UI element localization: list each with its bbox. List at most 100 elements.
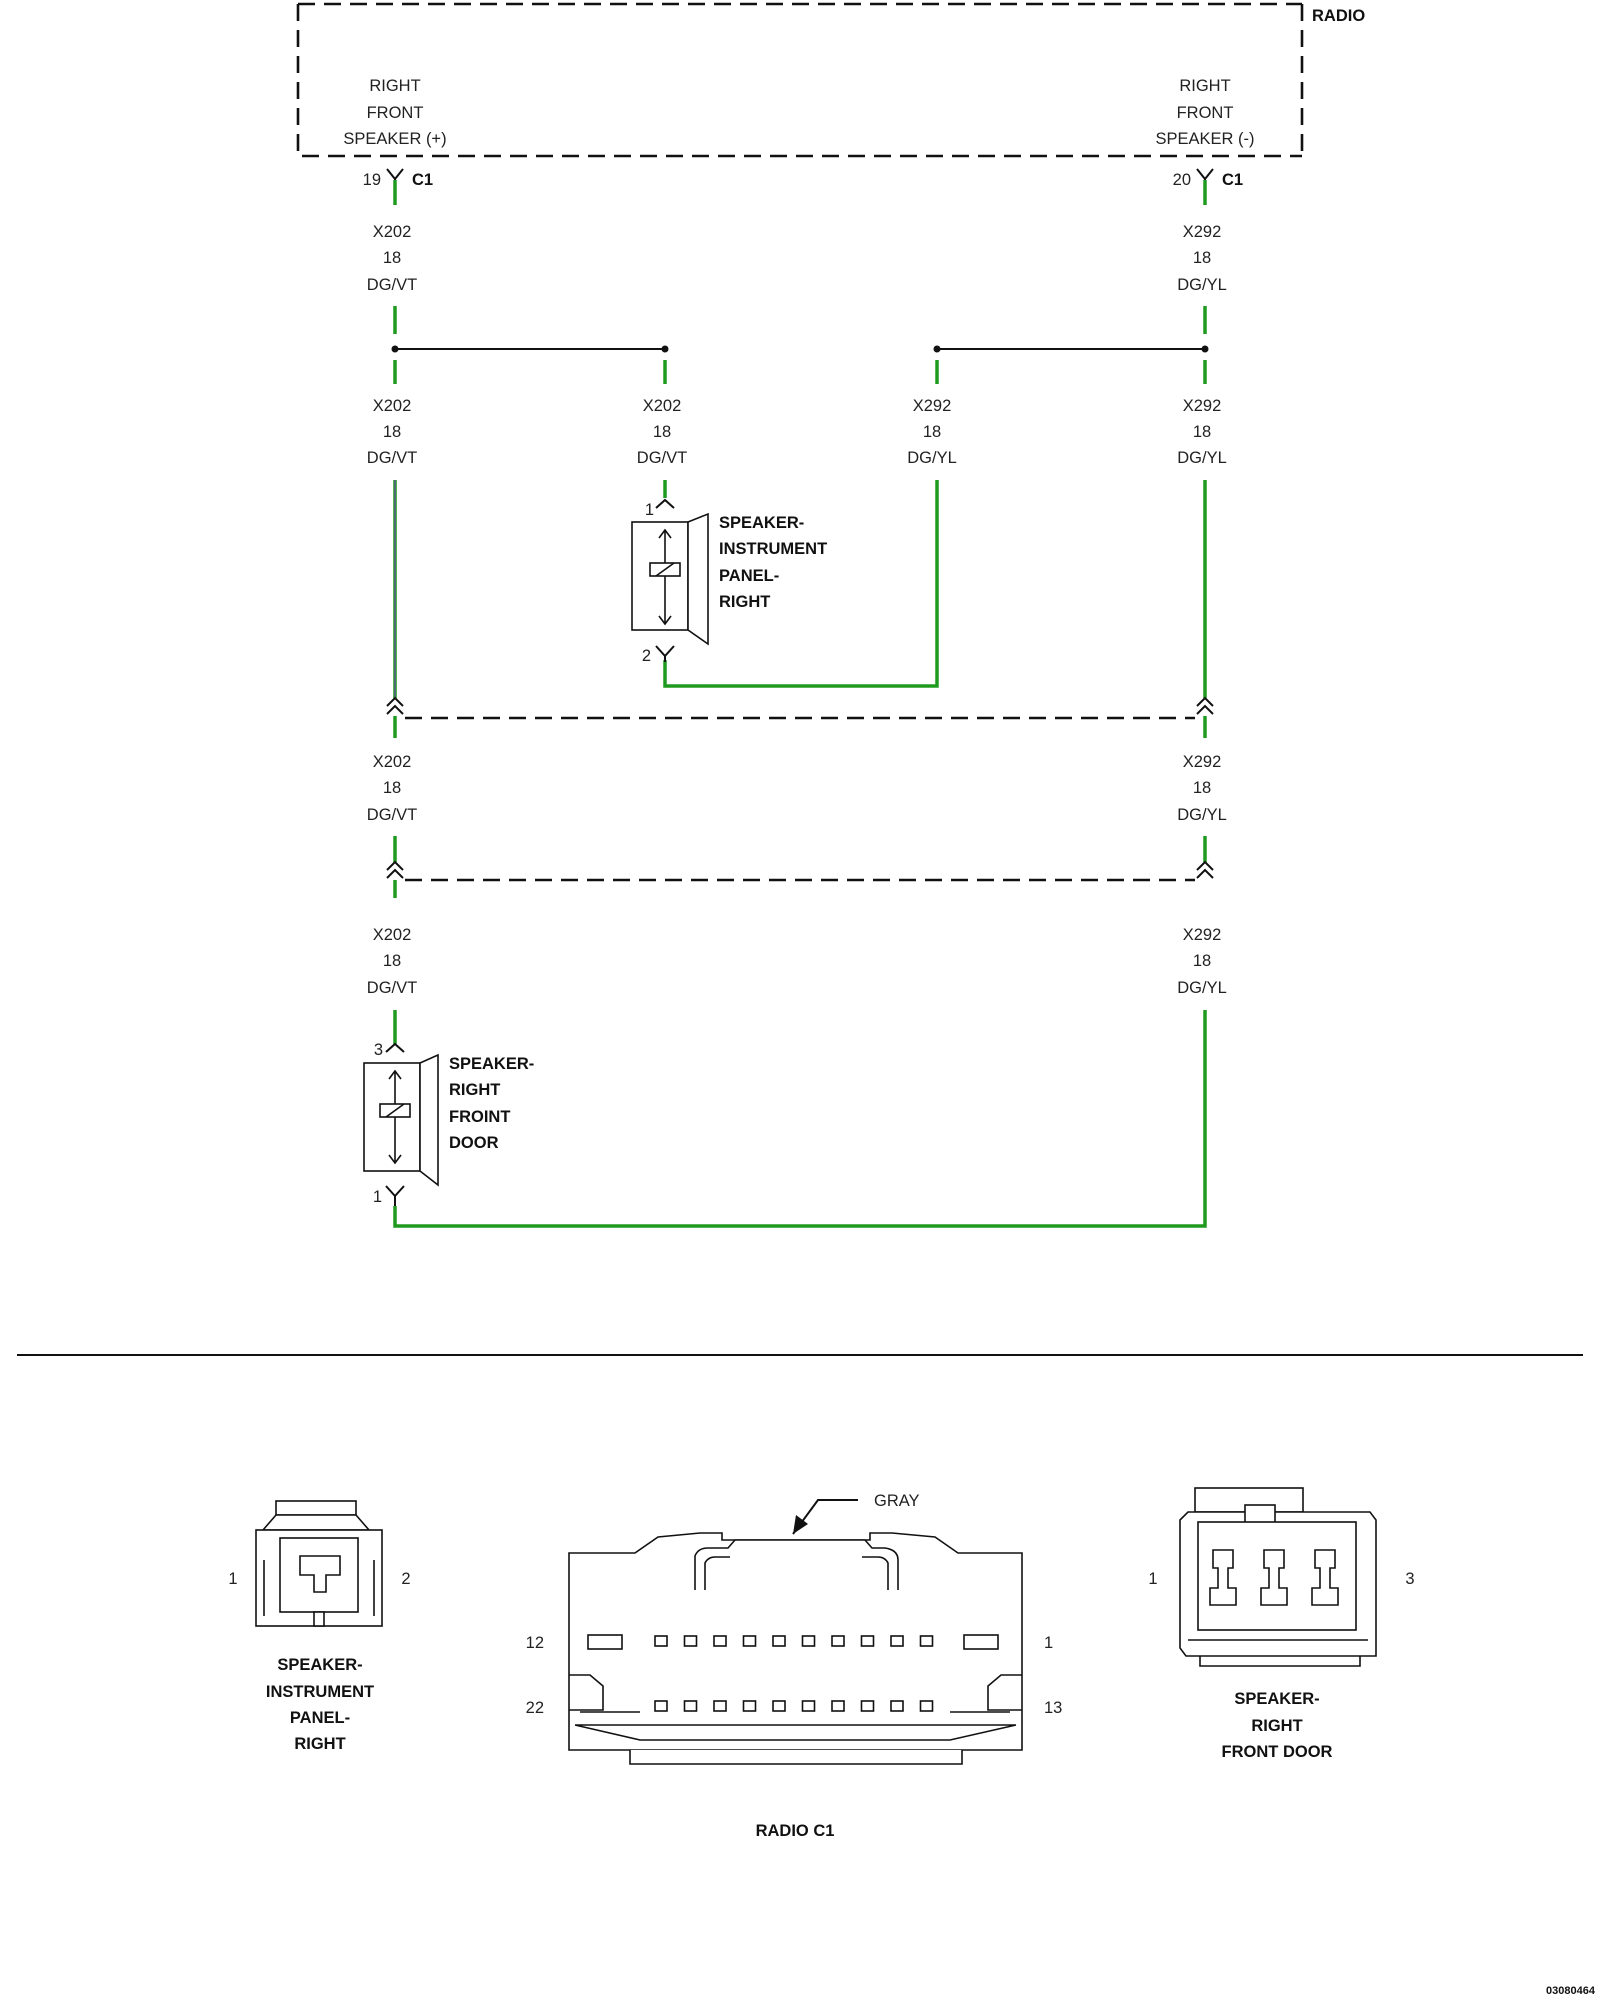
- speaker-door-pin-1: 1: [373, 1188, 382, 1206]
- speaker-ip-name-1: SPEAKER-: [719, 514, 804, 532]
- wire-label-x202-gauge: 18: [653, 423, 671, 441]
- wire-label-x202-gauge: 18: [383, 779, 401, 797]
- wire-label-x292-color: DG/YL: [1177, 806, 1227, 824]
- speaker-door-name-3: FROINT: [449, 1108, 510, 1126]
- ip-connector-name-2: INSTRUMENT: [266, 1683, 374, 1701]
- radio-pin-cavity: [801, 1700, 816, 1712]
- radio-pin-cavity: [713, 1700, 727, 1712]
- wire-label-x292-color: DG/YL: [1177, 449, 1227, 467]
- radio-pin-cavity: [919, 1635, 934, 1647]
- radio-pin-cavity: [683, 1700, 698, 1712]
- speaker-ip-name-2: INSTRUMENT: [719, 540, 827, 558]
- radio-c1-pin-13: 13: [1044, 1699, 1062, 1717]
- door-connector-name-1: SPEAKER-: [1234, 1690, 1319, 1708]
- wire-label-x202-circuit: X202: [373, 926, 412, 944]
- radio-pin-cavity: [654, 1635, 668, 1647]
- wire-label-x202-gauge: 18: [383, 423, 401, 441]
- wire-label-x292-circuit: X292: [1183, 223, 1222, 241]
- radio-right-circuit-3: SPEAKER (-): [1155, 130, 1254, 148]
- wire-label-x292-circuit: X292: [913, 397, 952, 415]
- radio-right-circuit-1: RIGHT: [1179, 77, 1230, 95]
- door-connector-name-2: RIGHT: [1251, 1717, 1302, 1735]
- radio-pin-cavity: [683, 1635, 698, 1647]
- wire-label-x202-color: DG/VT: [367, 276, 417, 294]
- wire-label-x292-circuit: X292: [1183, 926, 1222, 944]
- radio-connector-left: C1: [412, 171, 433, 189]
- radio-c1-pin-12: 12: [526, 1634, 544, 1652]
- wire-labels: X202 18 DG/VT X292 18 DG/YL X202 18 DG/V…: [367, 223, 1227, 997]
- speaker-right-front-door: 3 1 SPEAKER- RIGHT FROINT DOOR: [363, 1041, 534, 1206]
- door-connector-name-3: FRONT DOOR: [1222, 1743, 1333, 1761]
- radio-left-circuit-2: FRONT: [367, 104, 424, 122]
- speaker-instrument-panel-right: 1 2 SPEAKER- INSTRUMENT PANEL- RIGHT: [631, 498, 827, 665]
- door-connector-pin-1: 1: [1148, 1570, 1157, 1588]
- connector-speaker-ip: 1 2 SPEAKER- INSTRUMENT PANEL- RIGHT: [228, 1500, 411, 1753]
- radio-c1-pin-22: 22: [526, 1699, 544, 1717]
- radio-right-circuit-2: FRONT: [1177, 104, 1234, 122]
- diagram-id: 03080464: [1546, 1985, 1596, 1997]
- ip-connector-name-1: SPEAKER-: [277, 1656, 362, 1674]
- gray-pointer-arrowhead: [793, 1515, 808, 1534]
- radio-label: RADIO: [1312, 7, 1365, 25]
- ip-connector-pin-2: 2: [401, 1570, 410, 1588]
- wire-label-x202-color: DG/VT: [367, 979, 417, 997]
- radio-pin-cavity: [742, 1635, 757, 1647]
- radio-pin-cavity: [890, 1700, 904, 1712]
- radio-pin-cavity: [801, 1635, 816, 1647]
- radio-pin-cavity: [772, 1635, 786, 1647]
- speaker-door-name-4: DOOR: [449, 1134, 499, 1152]
- radio-pin-cavity: [713, 1635, 727, 1647]
- wire-label-x292-circuit: X292: [1183, 397, 1222, 415]
- speaker-ip-pin-1: 1: [645, 501, 654, 519]
- radio-c1-pin-1: 1: [1044, 1634, 1053, 1652]
- radio-pin-row-bottom: [654, 1700, 934, 1712]
- wire-label-x202-gauge: 18: [383, 952, 401, 970]
- speaker-ip-name-3: PANEL-: [719, 567, 779, 585]
- wire-label-x292-gauge: 18: [1193, 423, 1211, 441]
- wire-label-x202-circuit: X202: [373, 223, 412, 241]
- radio-pin-cavity: [742, 1700, 757, 1712]
- radio-pin-cavity: [772, 1700, 786, 1712]
- wire-label-x292-color: DG/YL: [1177, 979, 1227, 997]
- speaker-ip-pin-2: 2: [642, 647, 651, 665]
- connector-speaker-door: 1 3 SPEAKER- RIGHT FRONT DOOR: [1148, 1487, 1415, 1761]
- radio-pin-cavity: [919, 1700, 934, 1712]
- radio-pin-row-top: [654, 1635, 934, 1647]
- main-wires: [393, 480, 1207, 1228]
- wire-label-x292-gauge: 18: [923, 423, 941, 441]
- radio-pin-cavity: [860, 1635, 875, 1647]
- speaker-door-name-2: RIGHT: [449, 1081, 500, 1099]
- radio-pin-cavity: [890, 1635, 904, 1647]
- radio-module: RADIO RIGHT FRONT SPEAKER (+) RIGHT FRON…: [296, 2, 1365, 205]
- wire-label-x292-gauge: 18: [1193, 779, 1211, 797]
- ip-connector-name-3: PANEL-: [290, 1709, 350, 1727]
- wire-label-x292-color: DG/YL: [907, 449, 957, 467]
- wire-label-x292-gauge: 18: [1193, 249, 1211, 267]
- wire-label-x202-circuit: X202: [373, 753, 412, 771]
- inline-connectors: [386, 696, 1214, 882]
- ip-connector-pin-1: 1: [228, 1570, 237, 1588]
- wire-label-x202-gauge: 18: [383, 249, 401, 267]
- splices: [391, 345, 1209, 353]
- radio-pin-cavity: [860, 1700, 875, 1712]
- speaker-ip-name-4: RIGHT: [719, 593, 770, 611]
- speaker-door-name-1: SPEAKER-: [449, 1055, 534, 1073]
- radio-pin-cavity: [654, 1700, 668, 1712]
- connector-radio-c1: GRAY 12 1 22 13 RADIO C1: [526, 1492, 1063, 1840]
- wire-label-x202-color: DG/VT: [637, 449, 687, 467]
- speaker-door-pin-3: 3: [374, 1041, 383, 1059]
- wire-stubs: [393, 180, 1207, 384]
- wire-label-x292-gauge: 18: [1193, 952, 1211, 970]
- radio-pin-20: 20: [1173, 171, 1191, 189]
- radio-left-circuit-3: SPEAKER (+): [343, 130, 446, 148]
- wire-label-x202-color: DG/VT: [367, 806, 417, 824]
- wire-label-x202-circuit: X202: [373, 397, 412, 415]
- radio-pin-cavity: [831, 1700, 845, 1712]
- radio-connector-right: C1: [1222, 171, 1243, 189]
- ip-connector-name-4: RIGHT: [294, 1735, 345, 1753]
- radio-c1-color: GRAY: [874, 1492, 920, 1510]
- wire-label-x292-color: DG/YL: [1177, 276, 1227, 294]
- radio-pin-cavity: [831, 1635, 845, 1647]
- radio-c1-name: RADIO C1: [756, 1822, 835, 1840]
